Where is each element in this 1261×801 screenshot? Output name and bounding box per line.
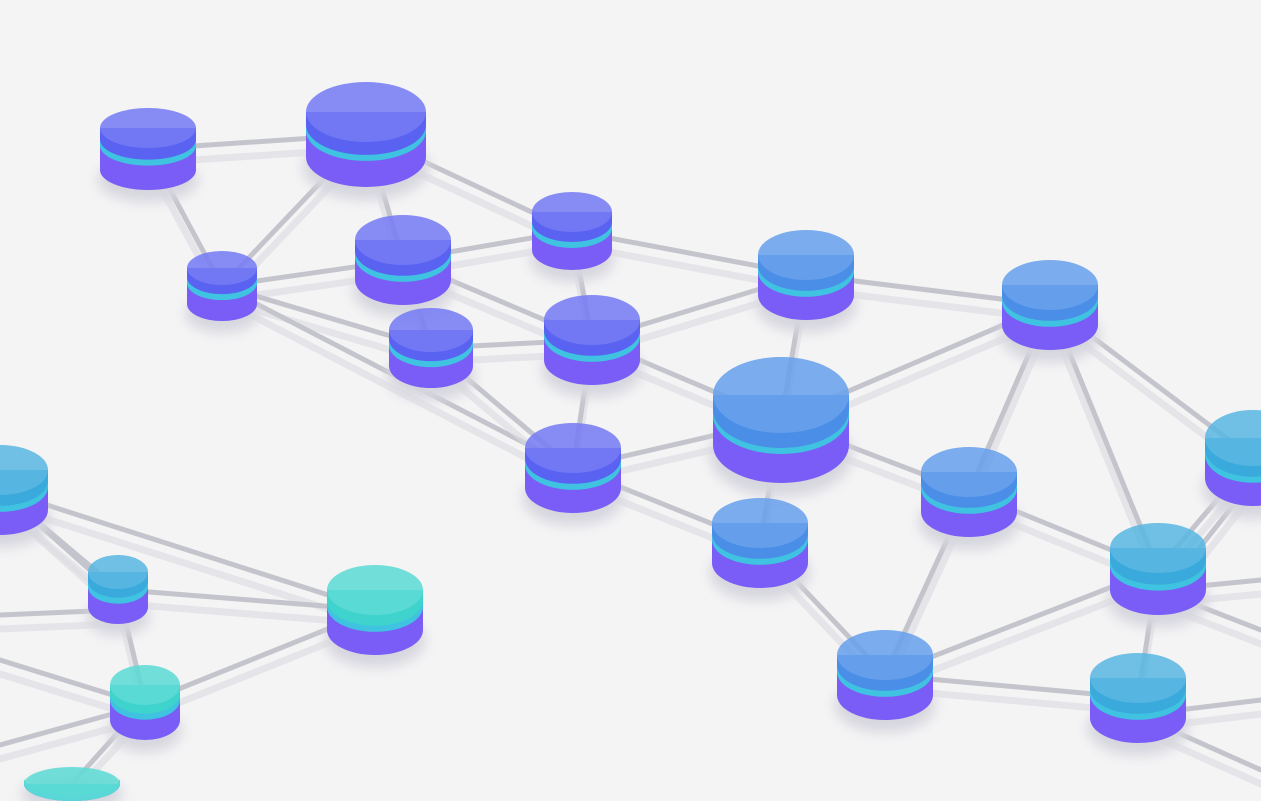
cylinder-top-highlight (306, 82, 426, 142)
database-node (1087, 653, 1189, 756)
database-node (522, 423, 624, 526)
cylinder-top (306, 82, 426, 142)
database-node (108, 665, 182, 752)
cylinder-top (758, 230, 854, 280)
database-node (709, 498, 811, 601)
cylinder-top-highlight (544, 295, 640, 345)
cylinder-top-highlight (327, 565, 423, 615)
database-node (541, 295, 643, 398)
cylinder-top (1002, 260, 1098, 310)
cylinder-top-highlight (525, 423, 621, 473)
database-node (834, 630, 936, 733)
database-node (709, 357, 853, 497)
cylinder-top-highlight (110, 665, 180, 705)
cylinder-top-highlight (1090, 653, 1186, 703)
database-node (21, 767, 123, 801)
database-node (999, 260, 1101, 363)
cylinder-top-highlight (1002, 260, 1098, 310)
cylinder-top (0, 445, 48, 495)
cylinder-top-highlight (24, 767, 120, 801)
cylinder-top (355, 215, 451, 265)
database-node (352, 215, 454, 318)
database-node (324, 565, 426, 668)
database-node (97, 108, 199, 202)
cylinder-top-highlight (921, 447, 1017, 497)
cylinder-top-highlight (88, 555, 148, 589)
nodes-layer (0, 82, 1261, 801)
database-node (918, 447, 1020, 550)
database-node (530, 192, 614, 282)
cylinder-top (525, 423, 621, 473)
cylinder-top-highlight (532, 192, 612, 232)
edges-layer (0, 132, 1261, 799)
cylinder-top (88, 555, 148, 589)
cylinder-top (712, 498, 808, 548)
cylinder-top-highlight (355, 215, 451, 265)
cylinder-top (532, 192, 612, 232)
cylinder-top-highlight (1110, 523, 1206, 573)
database-node (86, 555, 150, 636)
cylinder-top-highlight (713, 357, 849, 433)
cylinder-top-highlight (712, 498, 808, 548)
cylinder-top-highlight (187, 251, 257, 285)
cylinder-top (1090, 653, 1186, 703)
database-node (755, 230, 857, 333)
cylinder-top (110, 665, 180, 705)
database-node (1107, 523, 1209, 628)
cylinder-top (1110, 523, 1206, 573)
cylinder-top (24, 767, 120, 801)
database-node (185, 251, 259, 333)
cylinder-top (389, 308, 473, 352)
database-node (1202, 410, 1261, 519)
cylinder-top-highlight (100, 108, 196, 148)
cylinder-top (100, 108, 196, 148)
database-node (386, 308, 476, 401)
cylinder-top (327, 565, 423, 615)
cylinder-top (1205, 410, 1261, 466)
cylinder-top-highlight (389, 308, 473, 352)
database-node (303, 82, 429, 200)
cylinder-top-highlight (0, 445, 48, 495)
cylinder-top (921, 447, 1017, 497)
database-node (0, 445, 51, 548)
cylinder-top (187, 251, 257, 285)
cylinder-top-highlight (837, 630, 933, 680)
cylinder-top (837, 630, 933, 680)
cylinder-top (544, 295, 640, 345)
cylinder-top (713, 357, 849, 433)
cylinder-top-highlight (758, 230, 854, 280)
edge (0, 487, 378, 613)
cylinder-top-highlight (1205, 410, 1261, 466)
